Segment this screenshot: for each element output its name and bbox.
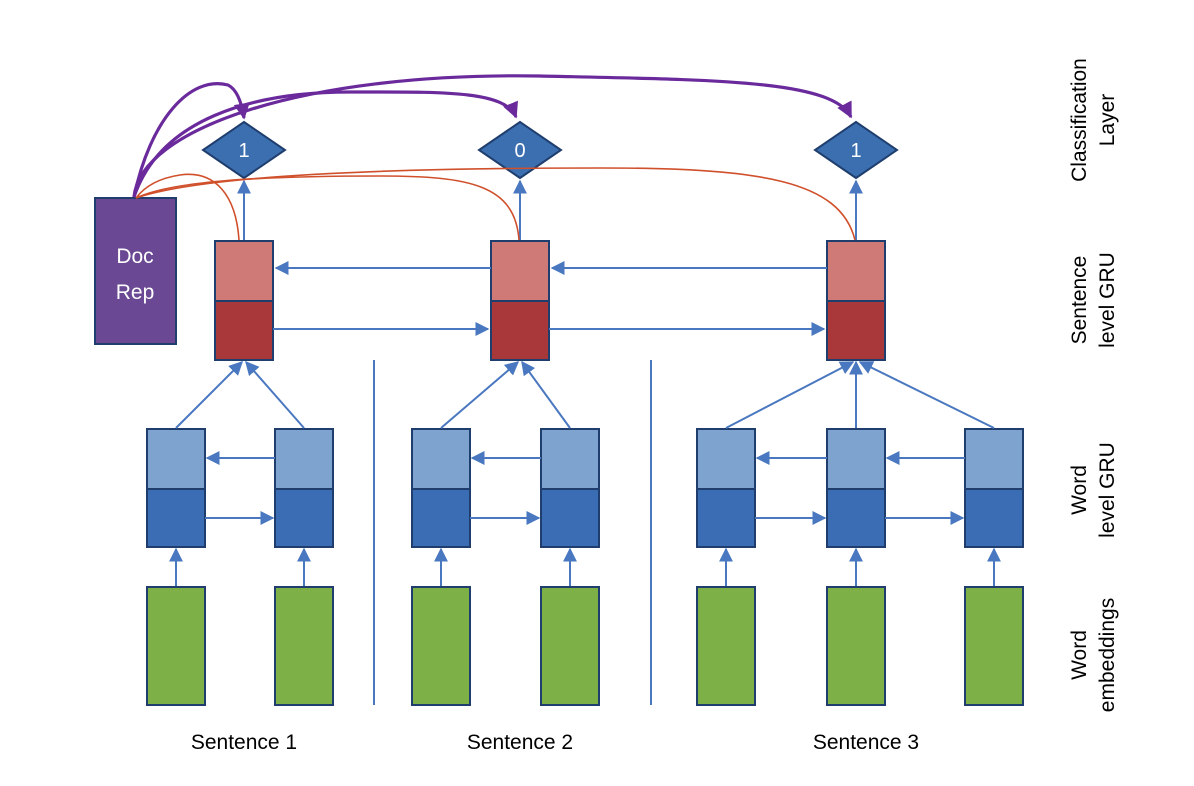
layer-label-line: embeddings bbox=[1096, 598, 1119, 712]
word-embedding-box bbox=[826, 586, 886, 706]
layer-label-word-gru: Word level GRU bbox=[1068, 442, 1119, 538]
word-gru-cell bbox=[964, 428, 1024, 548]
red-curve bbox=[135, 173, 240, 241]
classification-diamond bbox=[201, 120, 287, 180]
purple-arrow bbox=[132, 82, 250, 198]
classification-layer: 1 0 1 bbox=[201, 120, 899, 180]
layer-label-line: Classification bbox=[1068, 58, 1091, 182]
layer-label-line: Word bbox=[1068, 465, 1091, 515]
word-gru-cell bbox=[274, 428, 334, 548]
word-embedding-box bbox=[540, 586, 600, 706]
purple-arrow bbox=[132, 74, 853, 198]
arrow bbox=[175, 361, 243, 429]
red-curve bbox=[135, 167, 856, 241]
red-curves bbox=[135, 167, 856, 241]
word-gru-cell bbox=[146, 428, 206, 548]
word-embedding-box bbox=[696, 586, 756, 706]
word-embedding-box bbox=[274, 586, 334, 706]
classification-output-2: 0 bbox=[514, 140, 525, 162]
sentence-gru-layer bbox=[214, 240, 886, 361]
sentence-label-1: Sentence 1 bbox=[191, 731, 297, 754]
layer-label-line: Sentence bbox=[1068, 256, 1091, 345]
classification-diamond bbox=[477, 120, 563, 180]
doc-rep-box bbox=[94, 197, 177, 345]
word-gru-cell bbox=[826, 428, 886, 548]
word-embedding-box bbox=[146, 586, 206, 706]
layer-label-word-embeddings: Word embeddings bbox=[1068, 598, 1119, 712]
word-gru-cell bbox=[540, 428, 600, 548]
arrow bbox=[521, 360, 571, 429]
layer-label-line: level GRU bbox=[1096, 442, 1119, 538]
sentence-gru-cell bbox=[490, 240, 550, 361]
sentence-gru-cell bbox=[214, 240, 274, 361]
doc-rep-label-line1: Doc bbox=[116, 245, 153, 268]
layer-label-line: level GRU bbox=[1096, 252, 1119, 348]
layer-label-line: Layer bbox=[1096, 94, 1119, 147]
word-embedding-box bbox=[964, 586, 1024, 706]
layer-label-line: Word bbox=[1068, 630, 1091, 680]
arrow bbox=[245, 360, 305, 429]
classification-diamond bbox=[813, 120, 899, 180]
arrow bbox=[440, 361, 520, 429]
doc-rep-label-line2: Rep bbox=[116, 281, 155, 304]
word-embedding-box bbox=[411, 586, 471, 706]
red-curve bbox=[135, 175, 520, 241]
sentence-label-2: Sentence 2 bbox=[467, 731, 573, 754]
blue-arrows bbox=[169, 179, 1001, 586]
word-gru-cell bbox=[696, 428, 756, 548]
sentence-label-3: Sentence 3 bbox=[813, 731, 919, 754]
word-gru-cell bbox=[411, 428, 471, 548]
purple-arrows bbox=[132, 74, 853, 198]
sentence-gru-cell bbox=[826, 240, 886, 361]
layer-label-classification: Classification Layer bbox=[1068, 58, 1119, 182]
arrow bbox=[858, 361, 995, 429]
word-gru-layer bbox=[146, 428, 1024, 548]
classification-output-3: 1 bbox=[850, 140, 861, 162]
purple-arrow bbox=[132, 90, 518, 198]
word-embeddings bbox=[146, 586, 1024, 706]
classification-output-1: 1 bbox=[238, 140, 249, 162]
layer-label-sentence-gru: Sentence level GRU bbox=[1068, 252, 1119, 348]
arrow bbox=[725, 361, 855, 429]
